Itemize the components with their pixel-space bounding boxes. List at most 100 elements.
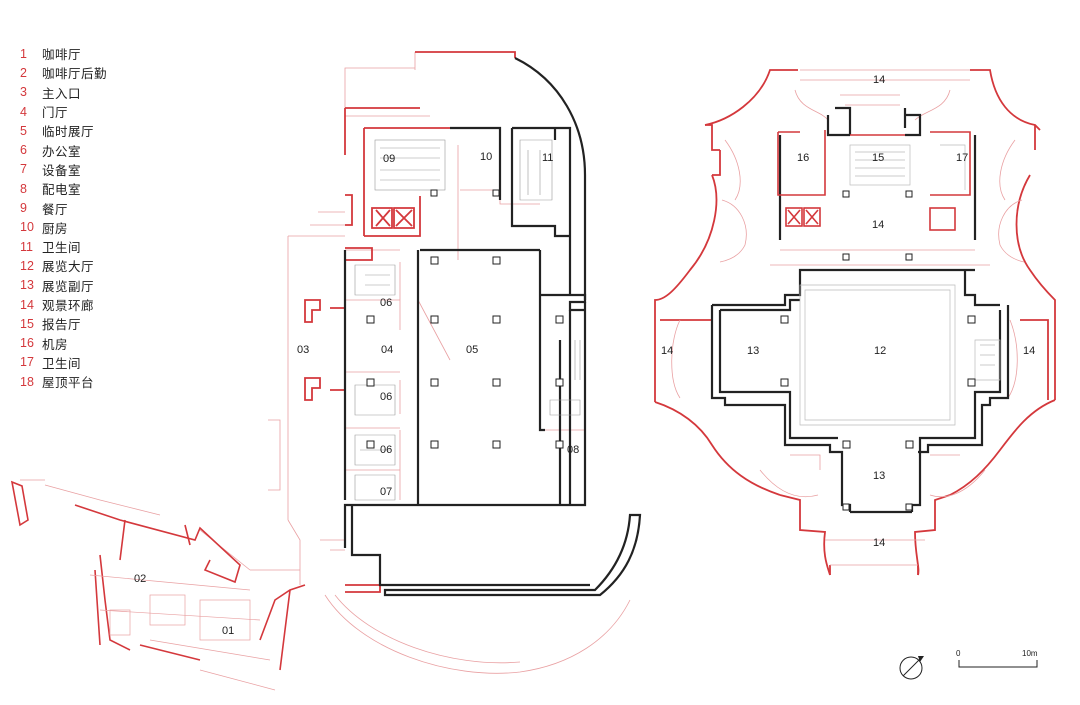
legend-name: 屋顶平台 [42,376,95,391]
cafe-red-walls [10,480,306,671]
right-inner-red [777,130,971,231]
legend-name: 办公室 [42,144,82,159]
legend-number: 15 [20,316,34,331]
right-room-labels: 14 16 15 17 14 14 13 12 14 13 14 [661,74,1035,549]
room-legend: 1 咖啡厅 2 咖啡厅后勤 3 主入口 4 门厅 5 临时展厅 6 办公室 7 设备室 8 配电室 9 餐厅 10 厨… [20,44,107,391]
room-label-14e: 14 [873,537,885,549]
room-label-13a: 13 [747,345,759,357]
scale-end: 10m [1022,649,1038,658]
room-label-14b: 14 [872,219,884,231]
legend-item: 14 观景环廊 [20,295,107,314]
legend-name: 门厅 [42,106,69,121]
legend-item: 7 设备室 [20,160,107,179]
room-label-16: 16 [797,152,809,164]
room-label-04: 04 [381,344,393,356]
legend-number: 4 [20,104,27,119]
legend-name: 机房 [42,337,69,352]
legend-number: 14 [20,297,34,312]
legend-name: 卫生间 [42,241,82,256]
room-label-06c: 06 [380,444,392,456]
cafe-thin [89,574,276,691]
north-arrow-icon [899,656,924,680]
legend-item: 8 配电室 [20,179,107,198]
room-label-06a: 06 [380,297,392,309]
left-furniture [354,139,581,501]
right-black-walls [710,106,1010,514]
room-label-12: 12 [874,345,886,357]
legend-number: 18 [20,374,34,389]
legend-item: 6 办公室 [20,140,107,159]
left-black-walls [343,57,642,597]
legend-name: 展览副厅 [42,279,95,294]
room-label-06b: 06 [380,391,392,403]
room-label-02: 02 [134,573,146,585]
legend-number: 5 [20,123,27,138]
legend-name: 卫生间 [42,356,82,371]
left-room-labels: 09 10 11 06 03 04 05 06 06 08 07 02 01 [134,151,579,637]
room-label-17: 17 [956,152,968,164]
legend-name: 设备室 [42,163,82,178]
legend-item: 4 门厅 [20,102,107,121]
room-label-05: 05 [466,344,478,356]
legend-number: 11 [20,239,33,254]
room-label-14d: 14 [1023,345,1035,357]
legend-item: 15 报告厅 [20,314,107,333]
room-label-03: 03 [297,344,309,356]
legend-number: 1 [20,46,27,61]
legend-item: 1 咖啡厅 [20,44,107,63]
legend-number: 13 [20,278,34,293]
legend-name: 配电室 [42,183,82,198]
legend-number: 7 [20,162,27,177]
right-thin-guides [671,69,1025,566]
legend-number: 16 [20,336,34,351]
room-label-13b: 13 [873,470,885,482]
legend-item: 13 展览副厅 [20,276,107,295]
legend-item: 11 卫生间 [20,237,107,256]
legend-item: 16 机房 [20,333,107,352]
right-columns [780,190,976,511]
left-thin-guides [20,51,631,674]
room-label-14a: 14 [873,74,885,86]
right-outer-envelope [654,69,1056,576]
legend-item: 3 主入口 [20,83,107,102]
right-hall-lines [799,144,1001,426]
scale-bar: 0 10m [956,649,1038,668]
legend-item: 18 屋顶平台 [20,372,107,391]
room-label-08: 08 [567,444,579,456]
legend-name: 餐厅 [42,202,69,217]
legend-number: 17 [20,355,34,370]
legend-number: 2 [20,65,27,80]
legend-number: 10 [20,220,34,235]
left-red-walls [304,51,516,593]
legend-name: 咖啡厅后勤 [42,67,108,82]
legend-name: 展览大厅 [42,260,95,275]
legend-name: 主入口 [42,86,82,101]
room-label-11: 11 [542,152,553,164]
room-label-01: 01 [222,625,234,637]
legend-number: 3 [20,85,27,100]
legend-number: 6 [20,143,27,158]
legend-item: 2 咖啡厅后勤 [20,63,107,82]
room-label-15: 15 [872,152,884,164]
legend-name: 厨房 [42,221,69,236]
room-label-14c: 14 [661,345,673,357]
room-label-09: 09 [383,153,395,165]
left-columns [366,189,564,449]
room-label-07: 07 [380,486,392,498]
legend-item: 10 厨房 [20,218,107,237]
legend-number: 8 [20,181,27,196]
right-building: 14 16 15 17 14 14 13 12 14 13 14 [654,69,1056,576]
room-label-10: 10 [480,151,492,163]
legend-name: 咖啡厅 [42,48,82,63]
legend-name: 报告厅 [42,318,82,333]
legend-item: 9 餐厅 [20,198,107,217]
legend-item: 5 临时展厅 [20,121,107,140]
legend-name: 临时展厅 [42,125,95,140]
legend-name: 观景环廊 [42,299,95,313]
legend-number: 9 [20,201,27,216]
scale-start: 0 [956,649,961,658]
left-building: 09 10 11 06 03 04 05 06 06 08 07 02 01 [10,51,642,691]
